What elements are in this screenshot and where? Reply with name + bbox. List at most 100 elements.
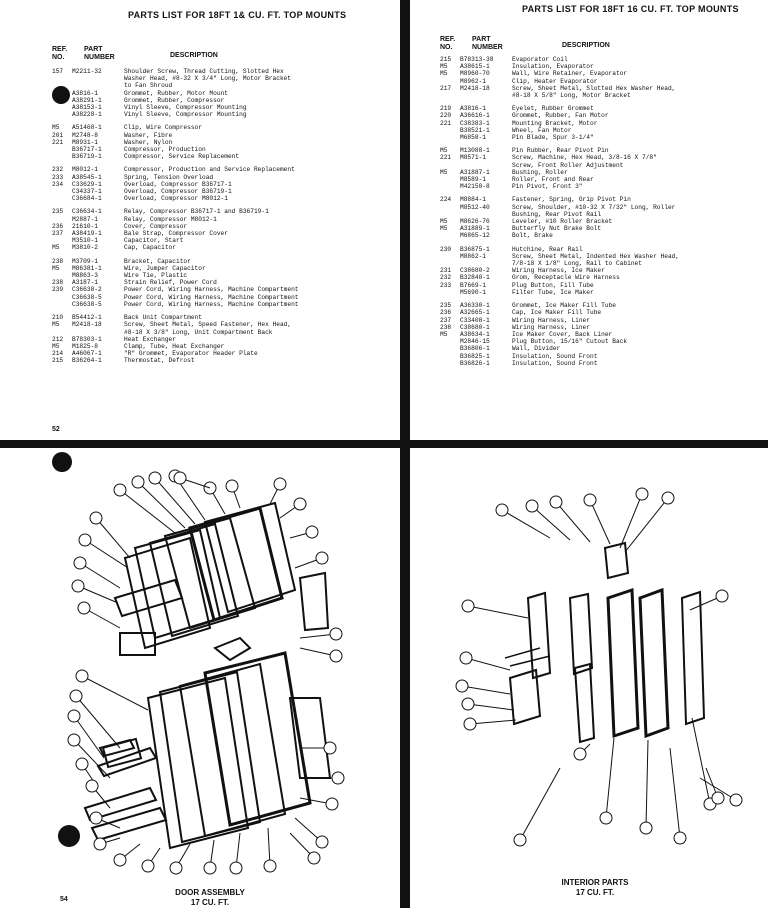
part-number-cell: A3816-1 bbox=[72, 89, 98, 97]
leader-line bbox=[669, 747, 681, 839]
ref-cell: 236 bbox=[440, 309, 452, 317]
callout-bubble bbox=[85, 779, 99, 793]
leader-line bbox=[154, 477, 196, 525]
callout-bubble bbox=[639, 821, 653, 835]
description-cell: Clip, Heater Evaporator bbox=[512, 77, 598, 85]
description-cell: Washer, Fibre bbox=[124, 131, 173, 139]
callout-bubble bbox=[67, 733, 81, 747]
part-number-cell: B36717-1 bbox=[72, 146, 102, 154]
callout-bubble bbox=[315, 551, 329, 565]
description-cell: Pin Rubber, Rear Pivot Pin bbox=[512, 147, 609, 155]
right-parts-list: PARTS LIST FOR 18FT 16 CU. FT. TOP MOUNT… bbox=[412, 0, 768, 440]
ref-cell: 221 bbox=[440, 154, 452, 162]
part-number-cell: M8571-1 bbox=[460, 154, 486, 162]
callout-bubble bbox=[89, 511, 103, 525]
part-number-cell bbox=[460, 211, 512, 218]
caption-line1: INTERIOR PARTS bbox=[561, 878, 629, 887]
leader-line bbox=[531, 505, 571, 541]
description-cell: Evaporator Coil bbox=[512, 56, 568, 63]
part-number-cell: A36330-1 bbox=[460, 302, 490, 310]
interior-parts-caption: INTERIOR PARTS 17 CU. FT. bbox=[540, 878, 650, 898]
ref-cell bbox=[440, 345, 460, 352]
part-number-cell: B32840-1 bbox=[460, 274, 490, 282]
ref-cell bbox=[440, 289, 460, 296]
part-number-cell: B36875-1 bbox=[460, 245, 490, 253]
ref-cell: M5 bbox=[440, 218, 448, 226]
callout-bubble bbox=[583, 493, 597, 507]
ice-maker bbox=[603, 541, 630, 580]
part-number-cell: C33629-1 bbox=[72, 180, 102, 188]
callout-bubble bbox=[549, 495, 563, 509]
leader-line bbox=[95, 517, 131, 559]
description-cell: Insulation, Evaporator bbox=[512, 63, 594, 71]
part-number-cell: A46067-1 bbox=[72, 350, 102, 358]
description-cell: Washer Head, #8-32 X 3/4" Long, Motor Br… bbox=[124, 75, 292, 83]
ref-cell bbox=[52, 301, 72, 308]
description-cell: Vinyl Sleeve, Compressor Mounting bbox=[124, 104, 247, 112]
ref-cell bbox=[440, 162, 460, 169]
callout-bubble bbox=[461, 599, 475, 613]
callout-bubble bbox=[77, 601, 91, 615]
part-number-cell bbox=[460, 92, 512, 99]
description-cell: Bushing, Roller bbox=[512, 168, 568, 176]
ref-cell bbox=[440, 176, 460, 183]
part-column-header: PART NUMBER bbox=[84, 46, 115, 61]
ref-cell bbox=[440, 134, 460, 141]
shelf-rail-left bbox=[526, 591, 552, 680]
ref-cell: M5 bbox=[52, 264, 60, 272]
description-cell: Butterfly Nut Brake Bolt bbox=[512, 225, 602, 233]
parts-row: 215 B78313-38 Evaporator Coil bbox=[440, 56, 768, 63]
part-number-cell: M3510-1 bbox=[72, 237, 98, 245]
ref-cell: 215 bbox=[440, 56, 452, 63]
callout-bubble bbox=[673, 831, 687, 845]
part-number-cell: M8626-76 bbox=[460, 218, 490, 226]
ref-cell: 220 bbox=[440, 112, 452, 120]
description-cell: 7/8-18 X 1/8" Long, Rail to Cabinet bbox=[512, 260, 642, 268]
description-cell: Screw, Sheet Metal, Slotted Hex Washer H… bbox=[512, 84, 676, 92]
parts-row: Washer Head, #8-32 X 3/4" Long, Motor Br… bbox=[52, 75, 397, 82]
ref-cell: 215 bbox=[52, 357, 64, 365]
part-number-cell: A32665-1 bbox=[460, 309, 490, 317]
ref-cell: 157 bbox=[52, 68, 64, 75]
description-cell: Thermostat, Defrost bbox=[124, 357, 195, 365]
part-number-cell: M8884-1 bbox=[460, 196, 486, 204]
description-cell: Plug Button, 15/16" Cutout Back bbox=[512, 338, 628, 346]
ref-cell: M5 bbox=[440, 330, 448, 338]
part-number-cell: M5690-1 bbox=[460, 288, 486, 296]
part-number-cell: B54412-1 bbox=[72, 314, 102, 322]
callout-bubble bbox=[148, 471, 162, 485]
part-number-cell: M6858-1 bbox=[460, 134, 486, 142]
ref-cell: 231 bbox=[440, 267, 452, 275]
part-number-cell: B36264-1 bbox=[72, 357, 102, 365]
ref-cell bbox=[440, 92, 460, 99]
part-number-cell: C38383-1 bbox=[460, 119, 490, 127]
description-cell: Vinyl Sleeve, Compressor Mounting bbox=[124, 111, 247, 119]
description-cell: Wire, Jumper Capacitor bbox=[124, 264, 206, 272]
ref-cell: M5 bbox=[440, 63, 448, 71]
description-cell: "R" Grommet, Evaporator Header Plate bbox=[124, 350, 258, 358]
part-number-cell: M2846-15 bbox=[460, 338, 490, 346]
left-list-title: PARTS LIST FOR 18FT 1& CU. FT. TOP MOUNT… bbox=[128, 10, 347, 20]
ref-cell: 235 bbox=[440, 302, 452, 310]
part-number-cell: B78313-38 bbox=[460, 56, 494, 63]
right-list-title: PARTS LIST FOR 18FT 16 CU. FT. TOP MOUNT… bbox=[522, 4, 739, 14]
ref-cell: 236 bbox=[52, 222, 64, 230]
description-cell: Grommet, Ice Maker Fill Tube bbox=[512, 302, 616, 310]
callout-bubble bbox=[141, 859, 155, 873]
ref-cell bbox=[52, 111, 72, 118]
callout-bubble bbox=[113, 853, 127, 867]
horizontal-divider bbox=[0, 440, 768, 448]
shelf-frame bbox=[680, 590, 706, 726]
callout-bubble bbox=[229, 861, 243, 875]
part-number-cell: M8862-1 bbox=[460, 252, 486, 260]
leader-line bbox=[75, 695, 121, 749]
description-cell: Wire Tie, Plastic bbox=[124, 272, 188, 280]
